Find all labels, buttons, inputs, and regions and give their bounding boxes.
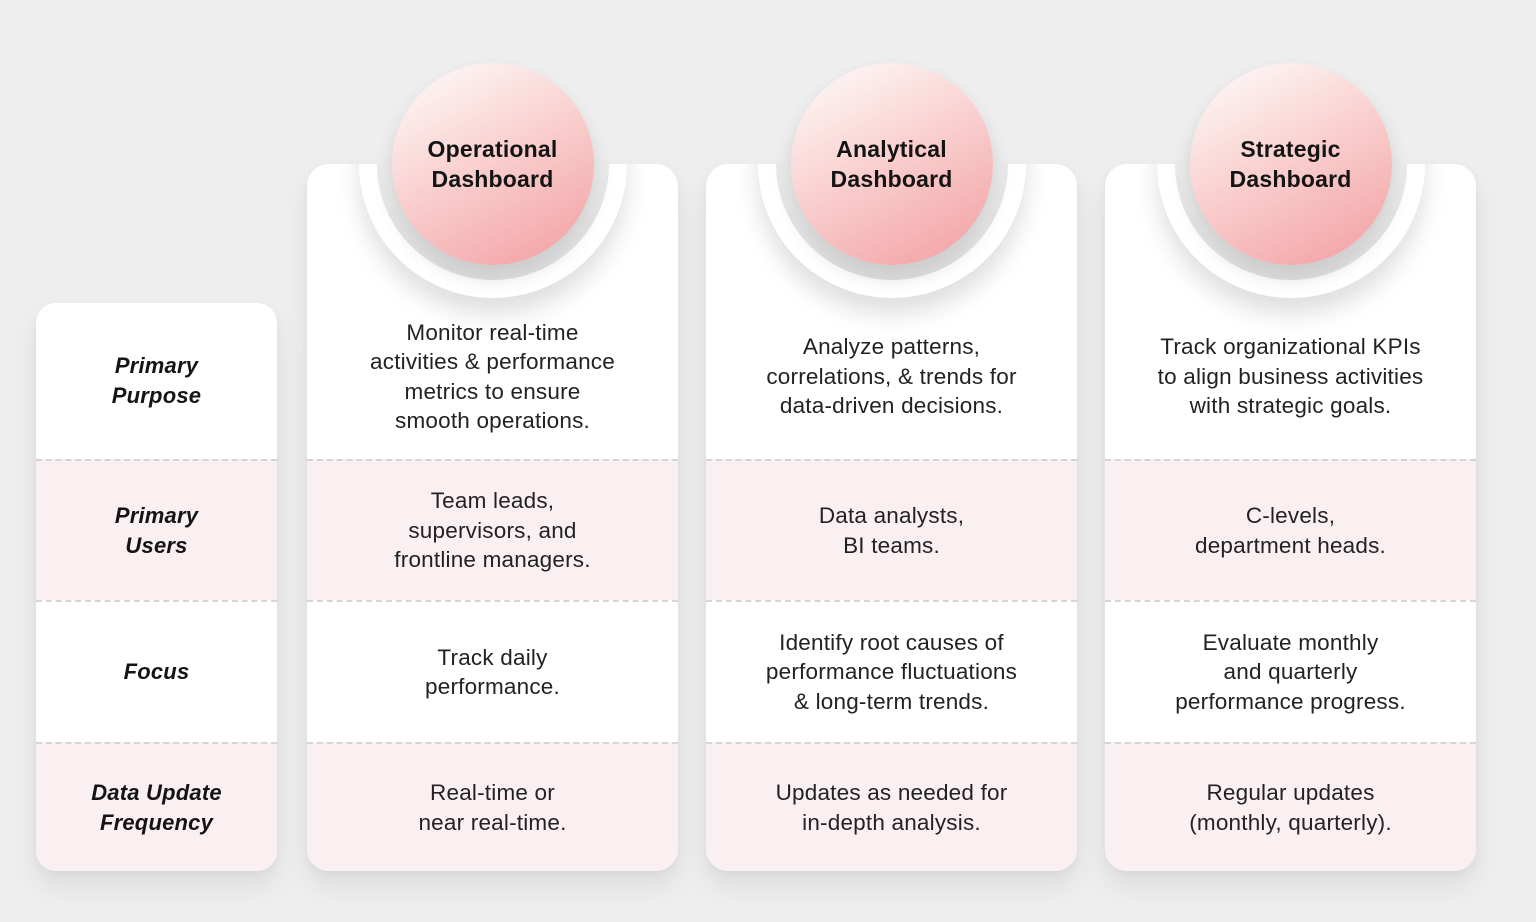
cell-operational-data-update-frequency: Real-time or near real-time. bbox=[307, 742, 678, 871]
cell-text: Data analysts, BI teams. bbox=[818, 503, 965, 558]
bubble-title: Operational Dashboard bbox=[427, 135, 558, 192]
cell-operational-primary-purpose: Monitor real-time activities & performan… bbox=[307, 164, 678, 459]
cell-analytical-data-update-frequency: Updates as needed for in-depth analysis. bbox=[706, 742, 1077, 871]
cell-text: Evaluate monthly and quarterly performan… bbox=[1175, 629, 1406, 714]
cell-strategic-focus: Evaluate monthly and quarterly performan… bbox=[1105, 600, 1476, 742]
cell-text: Real-time or near real-time. bbox=[418, 780, 567, 835]
cell-strategic-primary-users: C-levels, department heads. bbox=[1105, 459, 1476, 600]
cell-text: C-levels, department heads. bbox=[1194, 503, 1387, 558]
row-label-text: Data Update Frequency bbox=[91, 779, 222, 835]
operational-card: Monitor real-time activities & performan… bbox=[307, 164, 678, 871]
cell-text: Track daily performance. bbox=[425, 644, 560, 699]
cell-operational-focus: Track daily performance. bbox=[307, 600, 678, 742]
cell-text: Track organizational KPIs to align busin… bbox=[1157, 334, 1424, 419]
analytical-card: Analyze patterns, correlations, & trends… bbox=[706, 164, 1077, 871]
analytical-rows: Analyze patterns, correlations, & trends… bbox=[706, 164, 1077, 871]
operational-rows: Monitor real-time activities & performan… bbox=[307, 164, 678, 871]
cell-operational-primary-users: Team leads, supervisors, and frontline m… bbox=[307, 459, 678, 600]
row-label-text: Focus bbox=[123, 659, 190, 685]
cell-text: Team leads, supervisors, and frontline m… bbox=[394, 488, 591, 573]
operational-dashboard-bubble: Operational Dashboard bbox=[391, 63, 594, 265]
cell-text: Updates as needed for in-depth analysis. bbox=[775, 780, 1008, 835]
row-label-text: Primary Users bbox=[114, 502, 199, 558]
cell-analytical-focus: Identify root causes of performance fluc… bbox=[706, 600, 1077, 742]
cell-analytical-primary-users: Data analysts, BI teams. bbox=[706, 459, 1077, 600]
analytical-dashboard-bubble: Analytical Dashboard bbox=[790, 63, 993, 265]
column-strategic-dashboard: Track organizational KPIs to align busin… bbox=[1105, 63, 1476, 871]
cell-analytical-primary-purpose: Analyze patterns, correlations, & trends… bbox=[706, 164, 1077, 459]
row-labels-card: Primary Purpose Primary Users Focus Data… bbox=[36, 303, 277, 871]
column-analytical-dashboard: Analyze patterns, correlations, & trends… bbox=[706, 63, 1077, 871]
cell-strategic-data-update-frequency: Regular updates (monthly, quarterly). bbox=[1105, 742, 1476, 871]
row-label-text: Primary Purpose bbox=[111, 353, 202, 408]
bubble-title: Strategic Dashboard bbox=[1229, 135, 1352, 192]
strategic-card: Track organizational KPIs to align busin… bbox=[1105, 164, 1476, 871]
cell-text: Identify root causes of performance fluc… bbox=[765, 629, 1018, 714]
cell-text: Regular updates (monthly, quarterly). bbox=[1189, 780, 1392, 835]
cell-strategic-primary-purpose: Track organizational KPIs to align busin… bbox=[1105, 164, 1476, 459]
bubble-title: Analytical Dashboard bbox=[830, 135, 953, 192]
cell-text: Monitor real-time activities & performan… bbox=[370, 319, 615, 433]
strategic-dashboard-bubble: Strategic Dashboard bbox=[1189, 63, 1392, 265]
column-operational-dashboard: Monitor real-time activities & performan… bbox=[307, 63, 678, 871]
row-label-focus: Focus bbox=[36, 600, 277, 742]
strategic-rows: Track organizational KPIs to align busin… bbox=[1105, 164, 1476, 871]
row-label-primary-users: Primary Users bbox=[36, 459, 277, 600]
cell-text: Analyze patterns, correlations, & trends… bbox=[766, 334, 1017, 419]
row-label-data-update-frequency: Data Update Frequency bbox=[36, 742, 277, 871]
row-label-primary-purpose: Primary Purpose bbox=[36, 303, 277, 459]
